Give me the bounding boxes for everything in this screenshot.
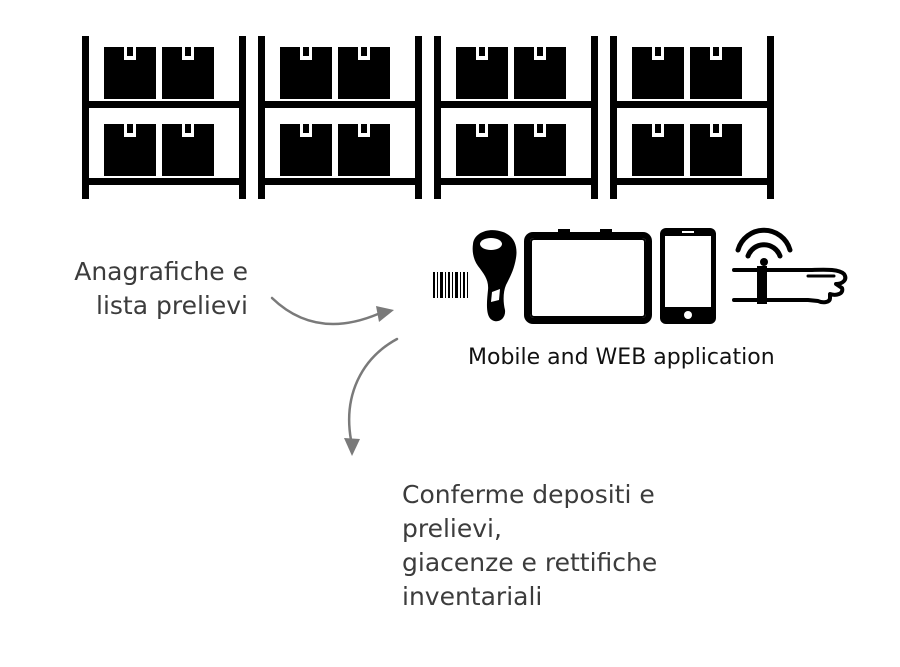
shelf-unit-icon [82,36,246,199]
input-arrow [270,296,380,326]
barcode-scanner-icon [472,230,517,322]
input-arrowhead [376,306,394,322]
output-label-line: giacenze e rettifiche [402,548,658,577]
output-label-line: prelievi, [402,514,502,543]
input-label: Anagrafiche e lista prelievi [74,255,248,323]
wrist-rfid-icon [732,227,848,305]
barcode-icon [433,272,468,298]
output-label-line: Conferme depositi e [402,480,655,509]
flow-arrows [270,296,399,456]
input-label-line: lista prelievi [96,291,248,320]
shelving [82,36,774,199]
shelf-unit-icon [258,36,422,199]
app-label: Mobile and WEB application [468,345,775,370]
input-label-line: Anagrafiche e [74,257,248,286]
output-arrow [347,337,399,442]
output-label-line: inventariali [402,582,543,611]
shelf-unit-icon [610,36,774,199]
shelf-unit-icon [434,36,598,199]
output-label: Conferme depositi e prelievi, giacenze e… [402,478,657,614]
tablet-icon [524,229,652,324]
output-arrowhead [344,438,360,456]
smartphone-icon [660,228,716,324]
